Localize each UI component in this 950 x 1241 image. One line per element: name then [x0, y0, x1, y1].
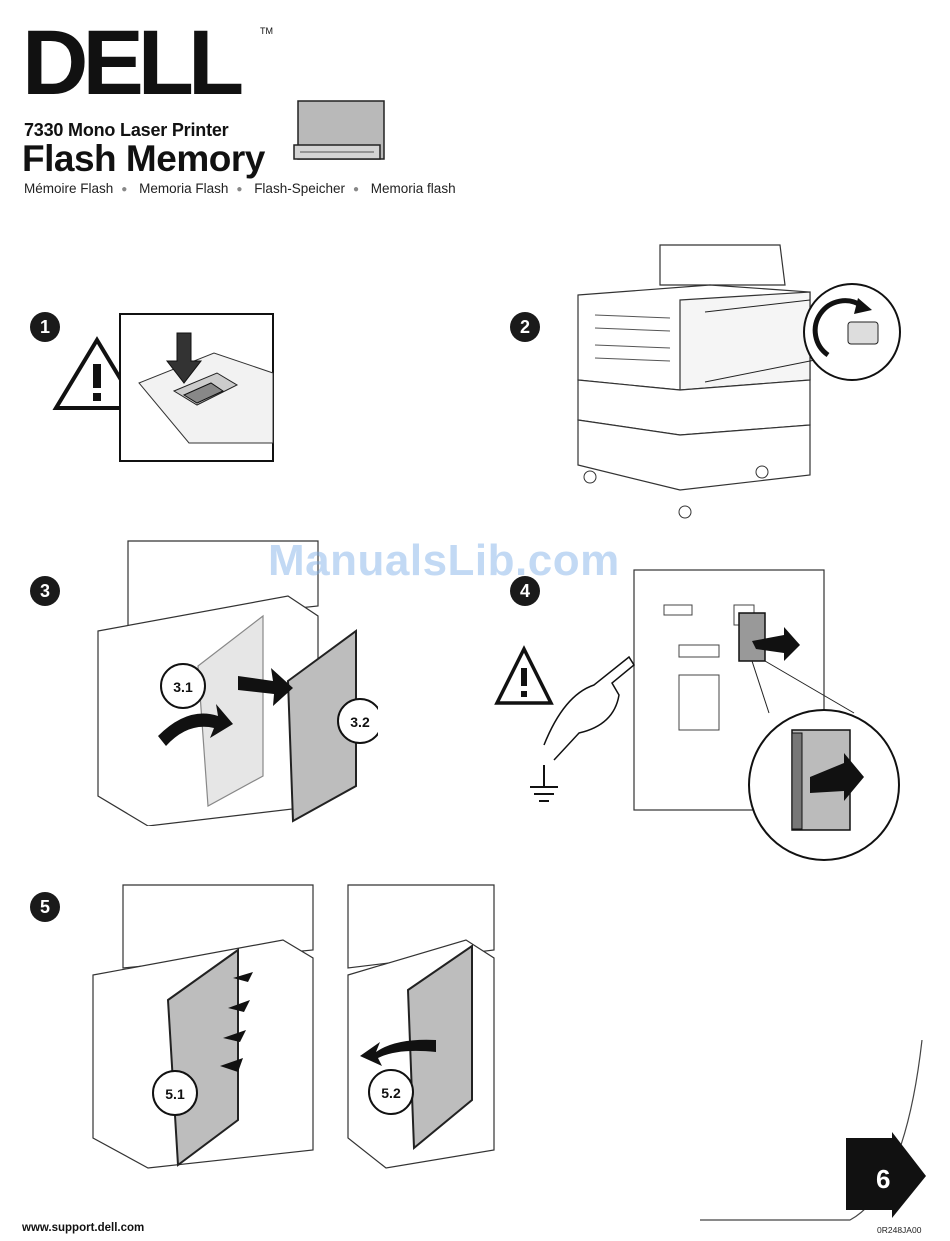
power-switch-illustration [119, 313, 275, 463]
flash-card-icon [292, 97, 390, 169]
substep-5-1-label: 5.1 [165, 1086, 185, 1102]
install-flash-card-illustration [494, 565, 914, 865]
translation-de: Flash-Speicher [254, 181, 345, 196]
next-page-number: 6 [876, 1164, 890, 1195]
step-3-badge: 3 [30, 576, 60, 606]
step-2-badge: 2 [510, 312, 540, 342]
substep-3-2-label: 3.2 [350, 714, 370, 730]
translation-it: Memoria Flash [139, 181, 228, 196]
substep-5-2-label: 5.2 [381, 1085, 401, 1101]
translation-fr: Mémoire Flash [24, 181, 113, 196]
step-5-badge: 5 [30, 892, 60, 922]
close-side-cover-illustration: 5.2 [346, 880, 496, 1170]
support-url[interactable]: www.support.dell.com [22, 1222, 144, 1234]
document-code: 0R248JA00 [877, 1225, 921, 1235]
printer-rear-screws-illustration [570, 240, 905, 525]
substep-3-1-label: 3.1 [173, 679, 193, 695]
translation-es: Memoria flash [371, 181, 456, 196]
title-translations: Mémoire Flash● Memoria Flash● Flash-Spei… [24, 181, 456, 196]
dell-logo-text: DELL [22, 22, 242, 100]
trademark-mark: TM [260, 26, 273, 36]
page-title: Flash Memory [22, 138, 265, 180]
manualslib-watermark: ManualsLib.com [268, 536, 620, 586]
attach-side-cover-illustration: 5.1 [88, 880, 318, 1170]
dell-logo: DELL TM [22, 22, 274, 100]
